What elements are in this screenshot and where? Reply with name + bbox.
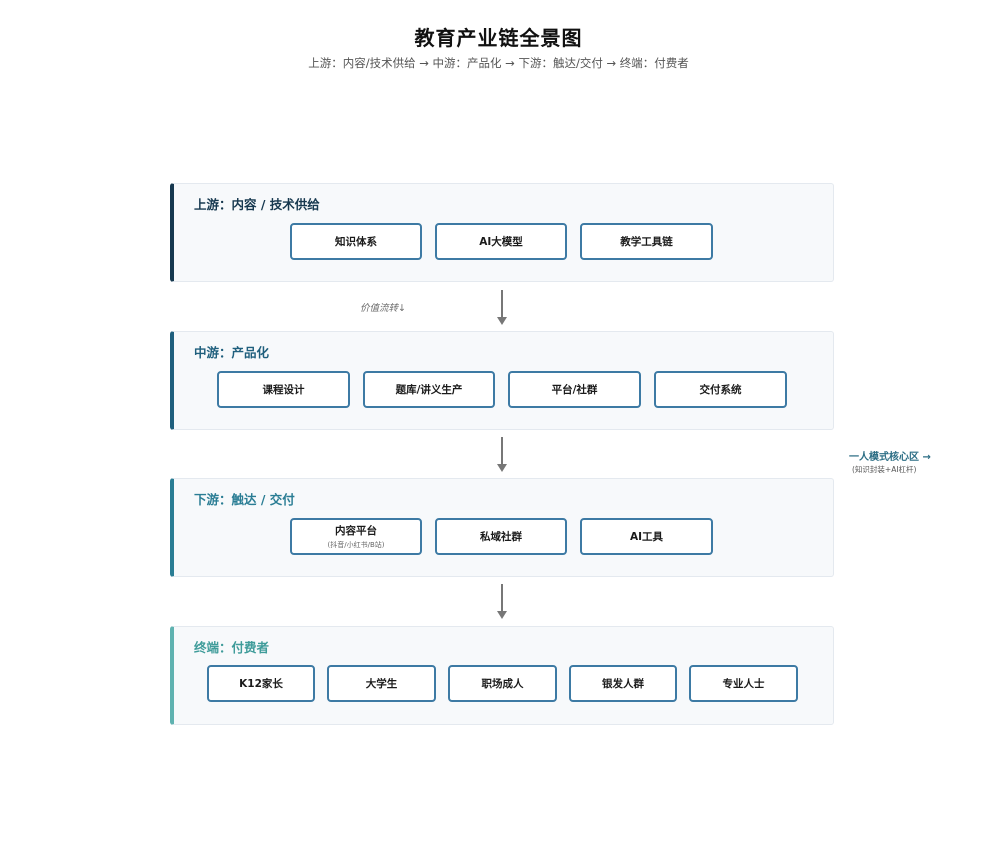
node-label: 职场成人 (481, 678, 524, 690)
node-working-adults[interactable]: 职场成人 (448, 665, 557, 702)
node-teaching-toolchain[interactable]: 教学工具链 (580, 223, 713, 260)
layer-terminal-title: 终端：付费者 (194, 640, 270, 655)
node-label: 题库/讲义生产 (395, 384, 463, 396)
node-course-design[interactable]: 课程设计 (217, 371, 350, 408)
node-label: 内容平台 (335, 525, 377, 537)
flow-arrow (497, 584, 507, 620)
node-label: AI工具 (629, 531, 664, 543)
node-label: K12家长 (239, 678, 283, 690)
node-ai-tool[interactable]: AI工具 (580, 518, 713, 555)
node-label: 平台/社群 (551, 384, 598, 396)
node-label: 专业人士 (722, 678, 765, 690)
node-ai-model[interactable]: AI大模型 (435, 223, 567, 260)
layer-upstream: 上游：内容 / 技术供给 知识体系 AI大模型 教学工具链 (170, 183, 834, 282)
node-label: 交付系统 (699, 384, 742, 396)
node-private-community[interactable]: 私域社群 (435, 518, 567, 555)
node-college-students[interactable]: 大学生 (327, 665, 436, 702)
node-platform-community[interactable]: 平台/社群 (508, 371, 641, 408)
node-k12-parents[interactable]: K12家长 (207, 665, 315, 702)
diagram-subtitle: 上游：内容/技术供给 → 中游：产品化 → 下游：触达/交付 → 终端：付费者 (308, 56, 689, 70)
flow-arrow (497, 290, 507, 326)
node-professionals[interactable]: 专业人士 (689, 665, 798, 702)
node-knowledge-system[interactable]: 知识体系 (290, 223, 422, 260)
node-content-platform[interactable]: 内容平台 (抖音/小红书/B站) (290, 518, 422, 555)
layer-downstream-title: 下游：触达 / 交付 (194, 492, 295, 507)
core-zone-title: 一人模式核心区 → (849, 452, 931, 463)
node-label: 大学生 (365, 678, 398, 690)
layer-midstream-title: 中游：产品化 (194, 345, 270, 360)
node-label: 课程设计 (262, 384, 305, 396)
core-zone-subtitle: (知识封装+AI杠杆) (852, 465, 917, 474)
node-label: AI大模型 (479, 236, 523, 248)
layer-terminal: 终端：付费者 K12家长 大学生 职场成人 银发人群 专业人士 (170, 626, 834, 725)
node-delivery-system[interactable]: 交付系统 (654, 371, 787, 408)
node-label: 银发人群 (602, 678, 644, 690)
node-sublabel: (抖音/小红书/B站) (327, 541, 385, 549)
diagram-title: 教育产业链全景图 (414, 26, 583, 50)
layer-upstream-title: 上游：内容 / 技术供给 (194, 197, 320, 212)
node-label: 知识体系 (335, 236, 377, 248)
node-silver-hair[interactable]: 银发人群 (569, 665, 677, 702)
layer-downstream: 下游：触达 / 交付 内容平台 (抖音/小红书/B站) 私域社群 AI工具 (170, 478, 834, 577)
flow-label: 价值流转↓ (360, 303, 406, 314)
flow-arrow (497, 437, 507, 473)
node-label: 私域社群 (480, 531, 522, 543)
node-question-bank[interactable]: 题库/讲义生产 (363, 371, 495, 408)
layer-midstream: 中游：产品化 课程设计 题库/讲义生产 平台/社群 交付系统 (170, 331, 834, 430)
node-label: 教学工具链 (620, 236, 673, 248)
